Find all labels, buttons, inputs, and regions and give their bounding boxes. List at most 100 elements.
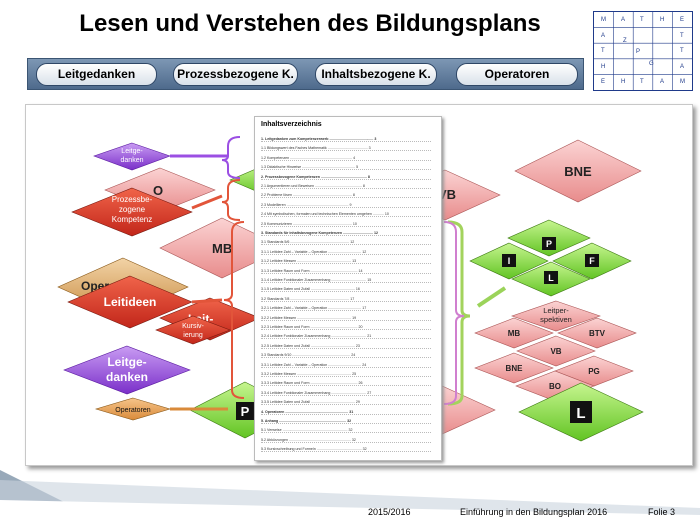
toc-line: 5. Anhang ..............................… — [261, 419, 431, 424]
toc-line: 3.2.3 Leitidee Raum und Form ...........… — [261, 325, 431, 330]
toc-line: 5.1 Verweise ...........................… — [261, 428, 431, 434]
label-l-big: L — [576, 405, 585, 422]
label-bo: BO — [549, 382, 561, 391]
toc-line: 3.1.2 Leitidee Messen ..................… — [261, 259, 431, 265]
label-l-small: L — [548, 273, 554, 283]
logo-letter: H — [621, 79, 626, 85]
nav-button-prozessbezogene[interactable]: Prozessbezogene K. — [173, 63, 298, 86]
toc-line: 3.2 Standards 7/8 ......................… — [261, 297, 431, 302]
brace-leitideen — [223, 221, 245, 399]
diamond-leitgedanken-big — [63, 345, 191, 395]
toc-line: 3.2.4 Leitidee Funktionaler Zusammenhang… — [261, 334, 431, 340]
logo-letter: H — [601, 64, 606, 70]
label-kursiv-2: ierung — [183, 332, 203, 339]
diamond-kursivierung — [155, 315, 231, 345]
toc-line: 3.3.1 Leitidee Zahl – Variable – Operati… — [261, 363, 431, 368]
footer-decoration — [0, 470, 700, 525]
nav-button-inhaltsbezogene[interactable]: Inhaltsbezogene K. — [315, 63, 437, 86]
diamond-leitperspektiven — [511, 300, 601, 332]
logo-letter: G — [649, 61, 654, 67]
label-prozess-3: Kompetenz — [112, 215, 152, 224]
logo-letter: A — [660, 79, 665, 85]
label-mb-left: MB — [212, 241, 232, 256]
brace-leitperspektiven-green — [447, 220, 471, 406]
diamond-bne-top — [514, 139, 642, 203]
mathe-logo: M A T H E A Z T T P T H G A E H T A M — [593, 11, 693, 91]
diamond-prozessbezogene — [71, 187, 193, 237]
label-leitgedanken-big-1: Leitge- — [107, 355, 146, 369]
logo-letter: A — [601, 33, 606, 39]
p-badge-bottom — [236, 402, 254, 420]
toc-line: 1. Leitgedanken zum Kompetenzerwerb ....… — [261, 137, 431, 142]
badge-p — [542, 237, 556, 250]
label-pg: PG — [588, 367, 600, 376]
diamond-leitgedanken-small — [93, 142, 171, 171]
toc-line: 3.3.3 Leitidee Raum und Form ...........… — [261, 381, 431, 387]
toc-line: 1.2 Kompetenzen ........................… — [261, 156, 431, 161]
toc-line: 5.2 Abkürzungen ........................… — [261, 438, 431, 443]
brace-leitperspektiven-pink — [443, 221, 465, 405]
arrow-prozess — [191, 194, 223, 210]
toc-line: 3.3.2 Leitidee Messen ..................… — [261, 372, 431, 377]
toc-line: 3.2.1 Leitidee Zahl – Variable – Operati… — [261, 306, 431, 312]
toc-line: 2.1 Argumentieren und Beweisen .........… — [261, 184, 431, 189]
diamond-vb-right — [516, 335, 596, 367]
label-p-badge: P — [241, 404, 250, 419]
badge-f — [585, 254, 599, 267]
toc-line: 2.5 Kommunizieren ......................… — [261, 222, 431, 227]
toc-line: 3. Standards für inhaltsbezogene Kompete… — [261, 231, 431, 236]
toc-line: 3.1 Standards 5/6 ......................… — [261, 240, 431, 246]
label-leitideen: Leitideen — [104, 295, 157, 309]
toc-heading: Inhaltsverzeichnis — [261, 121, 322, 128]
toc-line: 3.3.5 Leitidee Daten und Zufall ........… — [261, 400, 431, 406]
logo-letter: T — [680, 48, 684, 54]
toc-line: 2.4 Mit symbolischen, formalen und techn… — [261, 212, 431, 218]
badge-l-small — [544, 271, 558, 284]
label-p: P — [546, 239, 552, 249]
label-mb-right: MB — [508, 329, 521, 338]
toc-line: 2.2 Probleme lösen .....................… — [261, 193, 431, 199]
label-operatoren-small: Operatoren — [115, 407, 151, 414]
logo-letter: E — [680, 17, 685, 23]
label-btv: BTV — [589, 329, 606, 338]
label-leitgedanken-small-2: danken — [121, 157, 144, 164]
label-leitperspektiven-2: spektiven — [540, 315, 572, 324]
logo-letter: T — [640, 17, 644, 23]
logo-letter: M — [601, 17, 606, 23]
diamond-leit-background — [159, 297, 261, 341]
diamond-operatoren-small — [94, 397, 172, 421]
label-leitgedanken-big-2: danken — [106, 370, 148, 384]
label-vb-partial: VB — [438, 187, 456, 202]
logo-letter: H — [660, 17, 665, 23]
label-leitperspektiven-1: Leitper- — [543, 306, 569, 315]
footer-slide-number: Folie 3 — [648, 507, 676, 517]
label-bne-top: BNE — [564, 164, 592, 179]
nav-button-leitgedanken[interactable]: Leitgedanken — [36, 63, 157, 86]
diamond-btv — [557, 317, 637, 349]
label-f: F — [589, 256, 595, 266]
label-leitgedanken-small-1: Leitge- — [121, 148, 143, 155]
logo-letter: T — [640, 79, 644, 85]
footer-course: Einführung in den Bildungsplan 2016 — [460, 507, 608, 517]
logo-letter: E — [601, 79, 606, 85]
logo-letter: P — [636, 49, 641, 55]
toc-line: 3.3 Standards 9/10 .....................… — [261, 353, 431, 359]
toc-line: 5.3 Kursivschreibung und Formeln .......… — [261, 447, 431, 453]
toc-line: 4. Operatoren ..........................… — [261, 410, 431, 415]
logo-letter: A — [621, 17, 626, 23]
diamond-mb-right — [474, 317, 554, 349]
toc-line: 3.1.5 Leitidee Daten und Zufall ........… — [261, 287, 431, 293]
nav-bar: Leitgedanken Prozessbezogene K. Inhaltsb… — [27, 58, 584, 90]
footer-year: 2015/2016 — [368, 507, 411, 517]
logo-letter: M — [680, 79, 685, 85]
label-bne-small: BNE — [506, 364, 524, 373]
logo-letter: Z — [623, 38, 627, 44]
toc-line: 1.1 Bildungswert des Faches Mathematik .… — [261, 146, 431, 152]
toc-line: 1.3 Didaktische Hinweise ...............… — [261, 165, 431, 171]
toc-line: 2. Prozessbezogene Kompetenzen .........… — [261, 175, 431, 180]
toc-line: 3.2.5 Leitidee Daten und Zufall ........… — [261, 344, 431, 349]
logo-letter: T — [680, 33, 684, 39]
slide-title: Lesen und Verstehen des Bildungsplans — [79, 10, 541, 37]
label-prozess-1: Prozessbe- — [112, 195, 153, 204]
nav-button-operatoren[interactable]: Operatoren — [456, 63, 578, 86]
